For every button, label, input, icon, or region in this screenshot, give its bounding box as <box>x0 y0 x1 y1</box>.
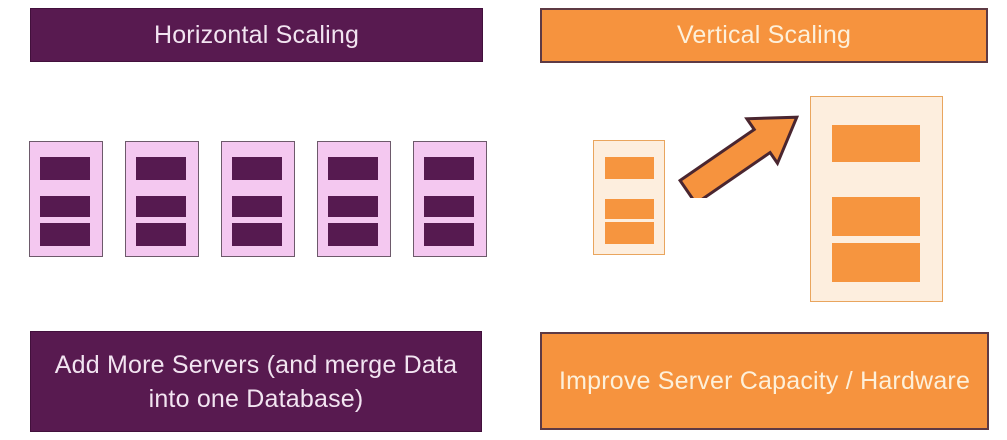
horizontal-scaling-header-label: Horizontal Scaling <box>153 20 360 49</box>
horizontal-server-row <box>29 141 487 257</box>
server-bar <box>40 157 90 180</box>
server-bar <box>232 223 282 246</box>
server-bar <box>136 223 186 246</box>
vertical-scaling-header-label: Vertical Scaling <box>676 21 852 49</box>
server-bar <box>424 196 474 217</box>
server-icon <box>221 141 295 257</box>
server-icon <box>317 141 391 257</box>
server-bar <box>832 197 920 236</box>
server-bar <box>328 157 378 180</box>
server-bar <box>424 223 474 246</box>
horizontal-scaling-header: Horizontal Scaling <box>30 8 483 62</box>
server-bar <box>832 125 920 162</box>
big-server-icon <box>810 96 943 302</box>
caption-line: into one Database) <box>148 384 364 413</box>
server-bar <box>832 243 920 282</box>
server-bar <box>605 222 654 244</box>
server-bar <box>136 157 186 180</box>
server-bar <box>232 196 282 217</box>
server-bar <box>40 223 90 246</box>
server-bar <box>605 157 654 179</box>
server-bar <box>424 157 474 180</box>
server-bar <box>328 223 378 246</box>
caption-line: Add More Servers (and merge Data <box>54 350 458 379</box>
server-bar <box>605 199 654 219</box>
server-bar <box>328 196 378 217</box>
server-bar <box>40 196 90 217</box>
vertical-scaling-caption: Improve Server Capacity / Hardware <box>540 332 989 430</box>
caption-line: Improve Server Capacity / Hardware <box>558 366 971 395</box>
server-icon <box>125 141 199 257</box>
server-icon <box>29 141 103 257</box>
server-icon <box>413 141 487 257</box>
server-bar <box>136 196 186 217</box>
vertical-scaling-header: Vertical Scaling <box>540 8 988 63</box>
small-server-icon <box>593 140 665 255</box>
scale-up-arrow-icon <box>670 98 805 206</box>
server-bar <box>232 157 282 180</box>
horizontal-scaling-caption: Add More Servers (and merge Data into on… <box>30 331 482 432</box>
